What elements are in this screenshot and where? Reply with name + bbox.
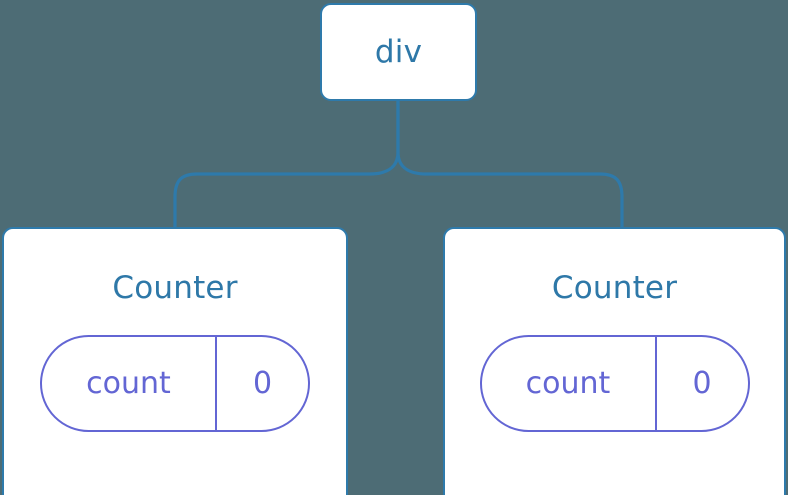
node-div[interactable]: div xyxy=(320,3,477,101)
node-counter-left-label: Counter xyxy=(112,270,238,306)
state-pill-divider-left xyxy=(215,337,217,430)
node-div-label: div xyxy=(374,33,423,70)
state-pill-count-right[interactable]: count 0 xyxy=(479,335,750,432)
node-counter-right-label: Counter xyxy=(551,270,678,306)
counter-right-body: Counter count 0 xyxy=(445,229,784,432)
state-key-label-left: count xyxy=(86,365,171,401)
node-counter-left[interactable]: Counter count 0 xyxy=(2,227,348,495)
state-pill-divider-right xyxy=(654,337,657,430)
state-value-label-right: 0 xyxy=(692,365,712,401)
state-pill-count-left[interactable]: count 0 xyxy=(40,335,310,432)
node-counter-right[interactable]: Counter count 0 xyxy=(443,227,786,495)
edge-div-to-counter-right xyxy=(396,99,624,231)
state-key-label-right: count xyxy=(525,365,611,401)
state-value-label-left: 0 xyxy=(252,365,273,401)
edge-div-to-counter-left xyxy=(173,99,400,231)
counter-left-body: Counter count 0 xyxy=(4,229,346,432)
